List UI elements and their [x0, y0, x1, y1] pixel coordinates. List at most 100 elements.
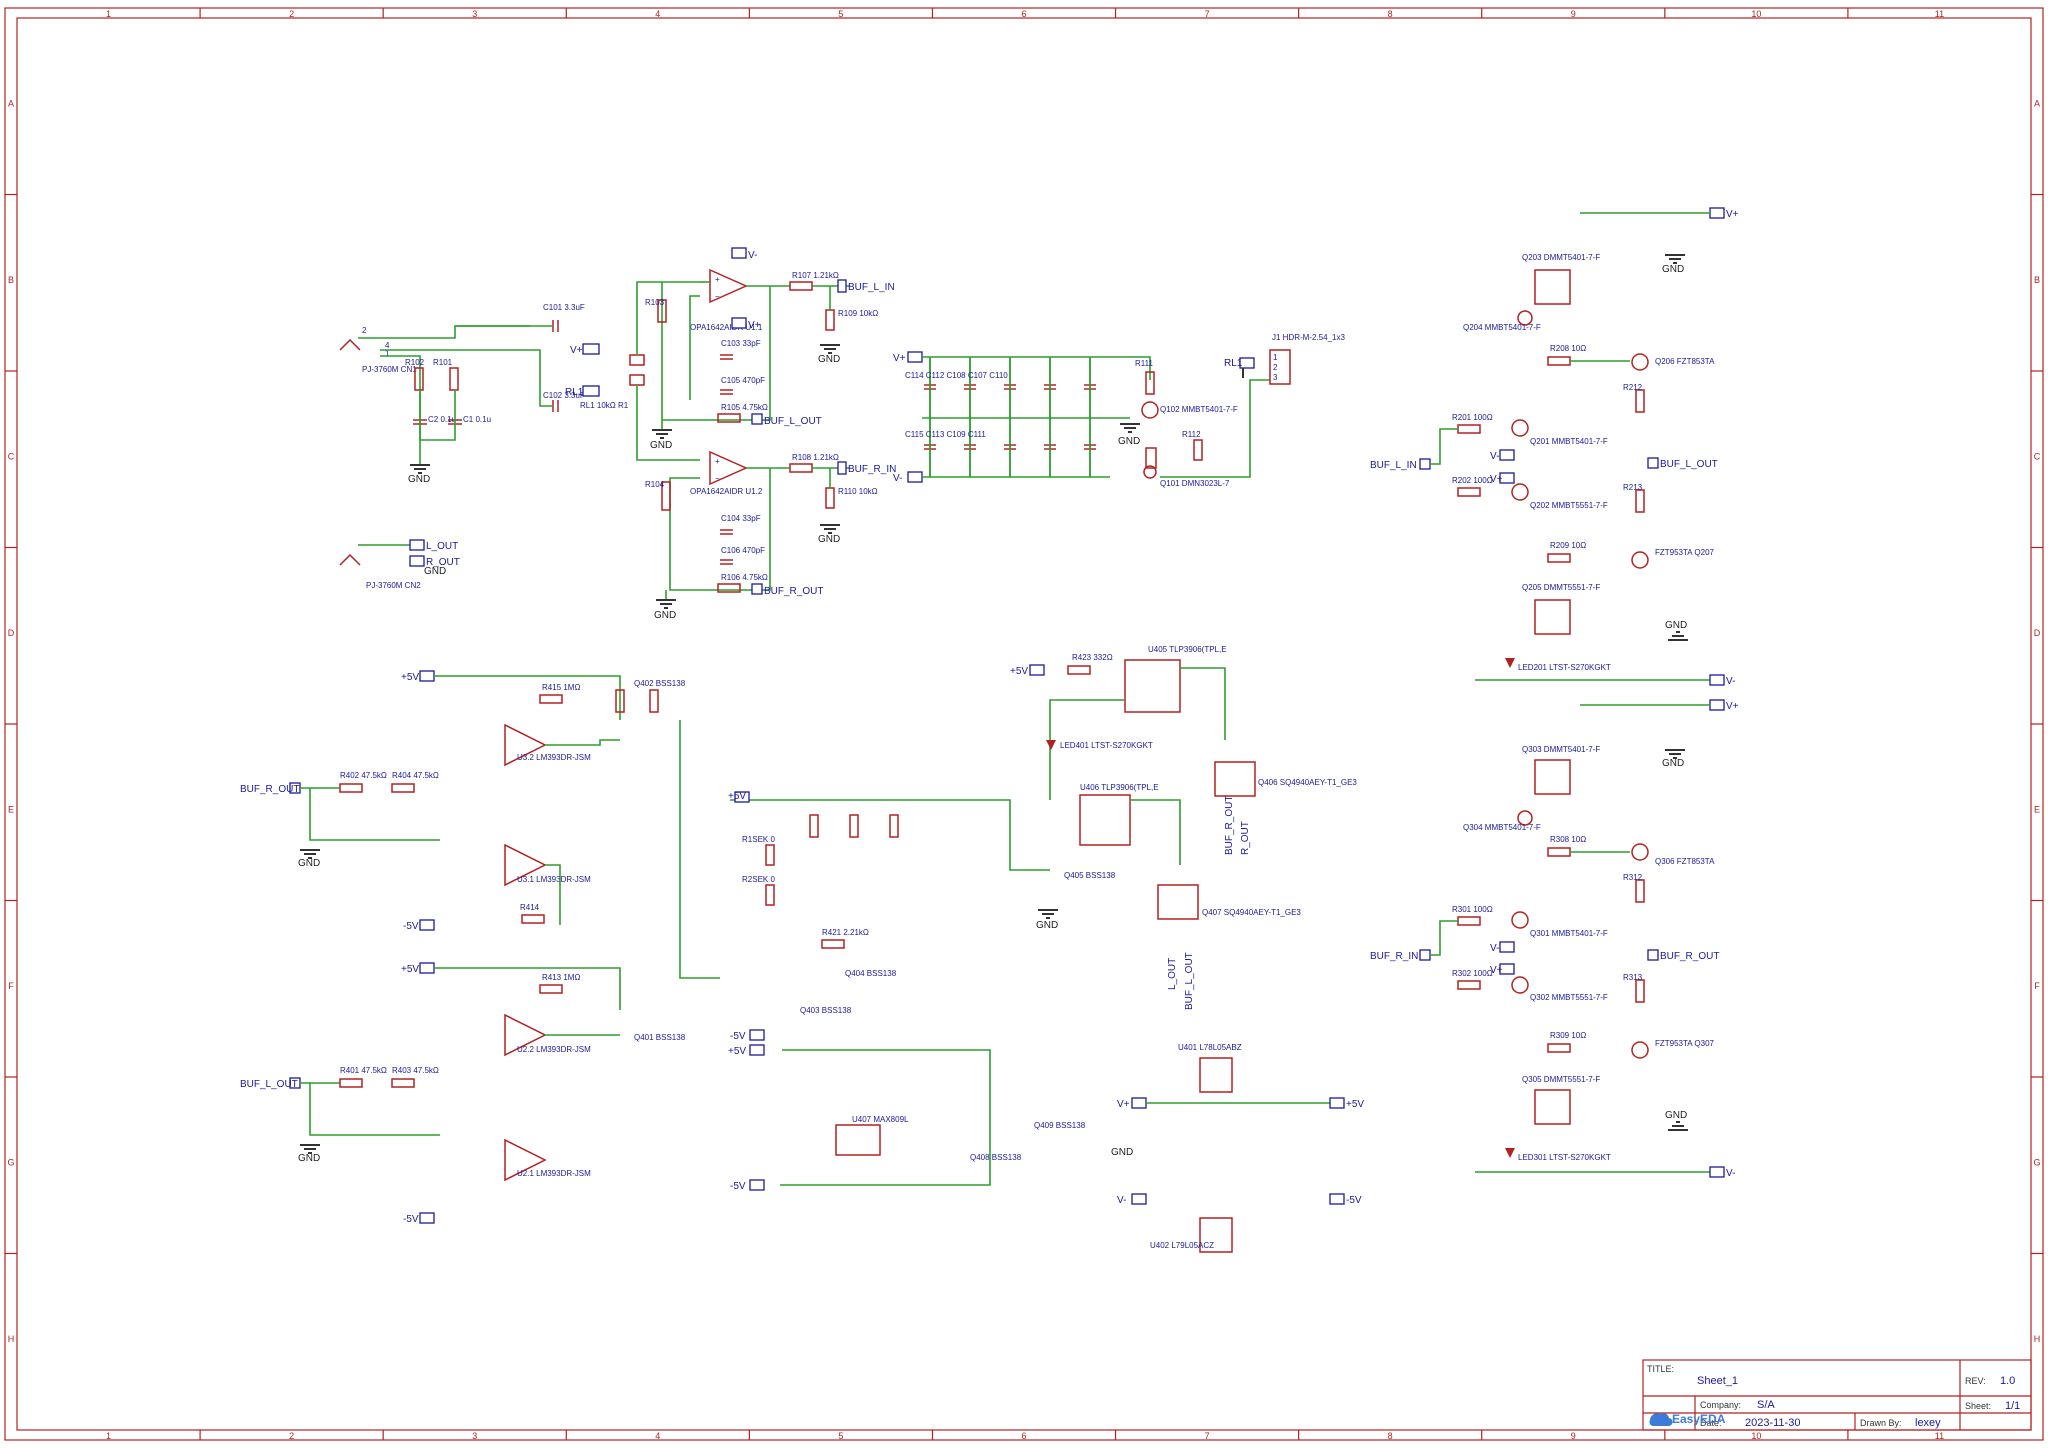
u2-1-label: U2.1 LM393DR-JSM: [517, 1169, 591, 1178]
svg-text:+: +: [715, 457, 720, 466]
cn1-pin1: 1: [385, 349, 390, 358]
u402-reg: [1199, 1217, 1233, 1253]
r101-label: R101: [433, 358, 453, 367]
company-key: Company:: [1700, 1400, 1741, 1410]
u1-1-opamp: [709, 268, 748, 304]
q307-label: FZT953TA Q307: [1655, 1039, 1715, 1048]
svg-text:GND: GND: [1111, 1147, 1133, 1158]
svg-text:GND: GND: [1665, 1110, 1687, 1121]
svg-text:GND: GND: [818, 534, 840, 545]
row-marker: A: [2034, 98, 2040, 108]
svg-text:V-: V-: [1726, 1168, 1735, 1179]
u3-1-comparator: [504, 843, 547, 887]
drawn-value: lexey: [1915, 1417, 1941, 1429]
svg-text:+5V: +5V: [728, 1046, 746, 1057]
svg-text:3: 3: [1273, 373, 1278, 382]
column-marker: 4: [655, 1431, 660, 1441]
column-marker: 4: [655, 9, 660, 19]
easyeda-cloud-icon: [1649, 1413, 1673, 1427]
svg-text:+5V: +5V: [401, 672, 419, 683]
r-out-net-2: R_OUT: [1240, 821, 1251, 855]
svg-text:V-: V-: [1490, 451, 1499, 462]
q401-label: Q401 BSS138: [634, 1033, 686, 1042]
svg-text:V-: V-: [1490, 943, 1499, 954]
r423-label: R423 332Ω: [1072, 653, 1113, 662]
r402-label: R402 47.5kΩ: [340, 771, 387, 780]
r106-label: R106 4.75kΩ: [721, 573, 768, 582]
r103-label: R103: [645, 298, 665, 307]
company-value: S/A: [1757, 1399, 1775, 1411]
q202-label: Q202 MMBT5551-7-F: [1530, 501, 1608, 510]
r208-label: R208 10Ω: [1550, 344, 1586, 353]
u2-2-label: U2.2 LM393DR-JSM: [517, 1045, 591, 1054]
svg-text:GND: GND: [1665, 620, 1687, 631]
q205-label: Q205 DMMT5551-7-F: [1522, 583, 1600, 592]
row-marker: B: [2034, 275, 2040, 285]
buf-l-out-net-1: BUF_L_OUT: [764, 416, 822, 427]
c1-label: C1 0.1u: [463, 415, 491, 424]
r413-label: R413 1MΩ: [542, 973, 580, 982]
buf-r-out-net-3: BUF_R_OUT: [1224, 796, 1235, 855]
q203-chip: [1534, 269, 1571, 305]
buf-l-in-net-1: BUF_L_IN: [848, 282, 895, 293]
svg-text:1: 1: [1273, 353, 1278, 362]
rev-key: REV:: [1965, 1376, 1986, 1386]
r301-label: R301 100Ω: [1452, 905, 1493, 914]
r107-label: R107 1.21kΩ: [792, 271, 839, 280]
u3-2-comparator: [504, 723, 547, 767]
row-marker: B: [8, 275, 14, 285]
q407-chip: [1157, 884, 1199, 920]
column-marker: 7: [1205, 1431, 1210, 1441]
svg-text:+5V: +5V: [401, 964, 419, 975]
row-marker: H: [8, 1334, 15, 1344]
row-marker: G: [2033, 1157, 2040, 1167]
led201-label: LED201 LTST-S270KGKT: [1518, 663, 1611, 672]
svg-text:V+: V+: [748, 320, 761, 331]
buf-r-in-net-2: BUF_R_IN: [1370, 951, 1418, 962]
column-marker: 2: [289, 9, 294, 19]
row-marker: D: [2034, 628, 2041, 638]
column-marker: 8: [1388, 9, 1393, 19]
svg-text:V+: V+: [1490, 965, 1503, 976]
svg-text:R313: R313: [1623, 973, 1643, 982]
r209-label: R209 10Ω: [1550, 541, 1586, 550]
q408-label: Q408 BSS138: [970, 1153, 1022, 1162]
u402-label: U402 L79L05ACZ: [1150, 1241, 1214, 1250]
row-marker: H: [2034, 1334, 2041, 1344]
svg-text:GND: GND: [654, 610, 676, 621]
svg-text:−: −: [715, 292, 720, 301]
q406-chip: [1214, 761, 1256, 797]
buf-l-in-net-2: BUF_L_IN: [1370, 460, 1417, 471]
c101-label: C101 3.3uF: [543, 303, 585, 312]
buf-r-out-net-2: BUF_R_OUT: [240, 784, 299, 795]
row-marker: E: [8, 804, 14, 814]
r108-label: R108 1.21kΩ: [792, 453, 839, 462]
svg-text:-5V: -5V: [403, 921, 419, 932]
u401-reg: [1199, 1057, 1233, 1093]
r102-label: R102: [405, 358, 425, 367]
output-stage-left: V+ GND Q203 DMMT5401-7-F Q204 MMBT5401-7…: [1370, 207, 1739, 687]
svg-text:GND: GND: [1036, 920, 1058, 931]
r110-label: R110 10kΩ: [838, 487, 878, 496]
q402-label: Q402 BSS138: [634, 679, 686, 688]
u401-label: U401 L78L05ABZ: [1178, 1043, 1242, 1052]
svg-text:V-: V-: [893, 473, 902, 484]
svg-text:GND: GND: [424, 566, 446, 577]
svg-text:GND: GND: [1662, 758, 1684, 769]
column-marker: 5: [838, 1431, 843, 1441]
u407-label: U407 MAX809L: [852, 1115, 909, 1124]
u1-1-label: OPA1642AIDR U1.1: [690, 323, 763, 332]
power-relay-section: V+ V- C114 C112 C108 C107 C110 C115 C113…: [893, 333, 1345, 488]
r415-label: R415 1MΩ: [542, 683, 580, 692]
row-marker: C: [2034, 451, 2041, 461]
q304-label: Q304 MMBT5401-7-F: [1463, 823, 1541, 832]
svg-text:R414: R414: [520, 903, 540, 912]
svg-text:R212: R212: [1623, 383, 1643, 392]
caps-top-label: C114 C112 C108 C107 C110: [905, 371, 1008, 380]
r401-label: R401 47.5kΩ: [340, 1066, 387, 1075]
u3-1-label: U3.1 LM393DR-JSM: [517, 875, 591, 884]
rl1-flag-1: [582, 385, 600, 397]
svg-text:R312: R312: [1623, 873, 1643, 882]
q405-label: Q405 BSS138: [1064, 871, 1116, 880]
